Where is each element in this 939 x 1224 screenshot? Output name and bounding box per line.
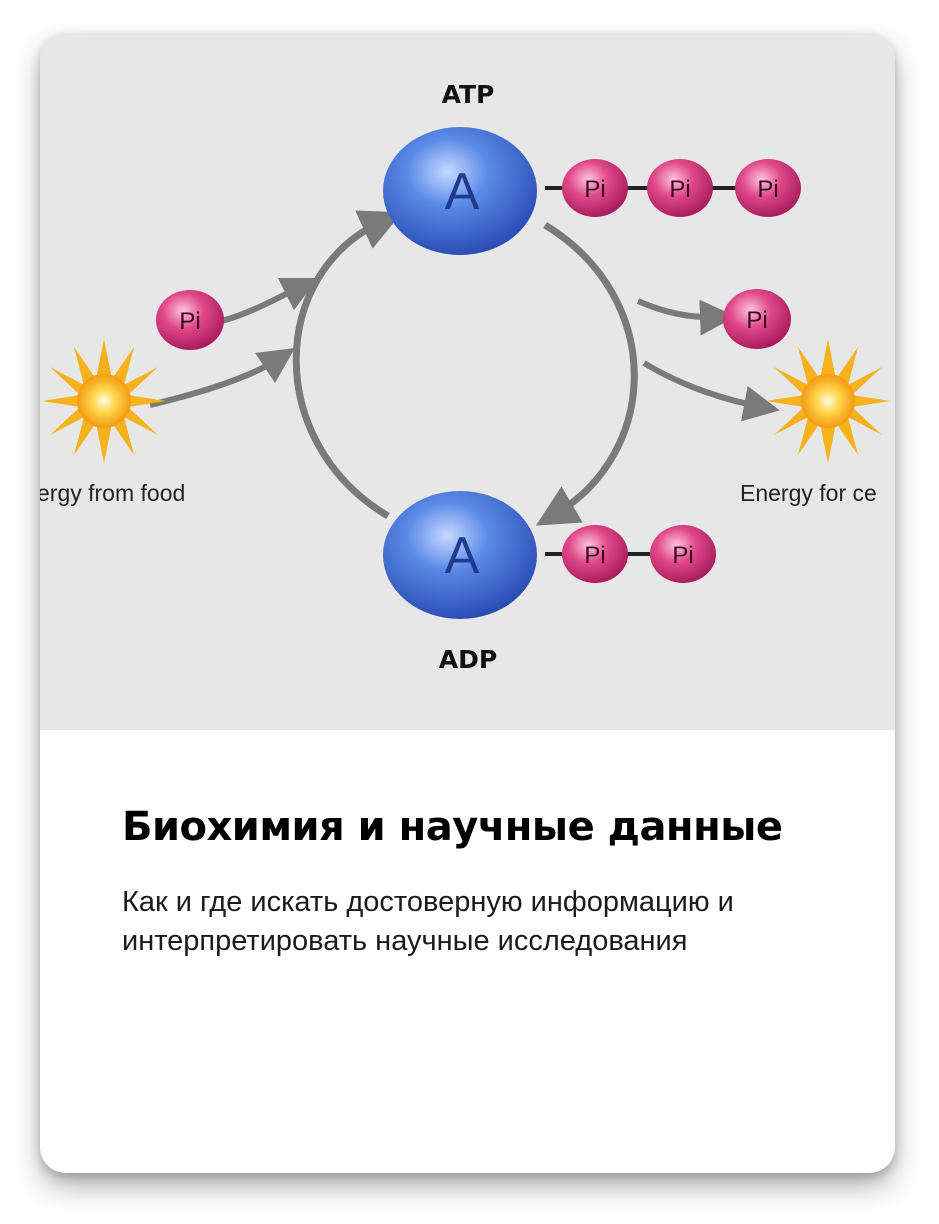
arrow-energy-out <box>642 360 780 422</box>
svg-text:A: A <box>445 163 480 221</box>
adp-phosphate-1-icon: Pi <box>562 525 628 583</box>
course-card[interactable]: A Pi Pi Pi ATP A Pi <box>40 33 895 1173</box>
svg-text:Pi: Pi <box>746 307 767 334</box>
energy-from-food-label: ergy from food <box>40 480 185 506</box>
atp-adenosine-icon <box>383 127 537 255</box>
card-description: Как и где искать достоверную информацию … <box>122 883 842 961</box>
card-description-line-1: Как и где искать достоверную информацию … <box>122 886 734 918</box>
atp-adp-cycle-diagram: A Pi Pi Pi ATP A Pi <box>40 33 895 730</box>
arrow-energy-in <box>149 348 295 408</box>
energy-for-cell-label: Energy for ce <box>740 480 877 506</box>
adp-adenosine-icon <box>383 491 537 619</box>
arrow-pi-in <box>221 277 319 324</box>
svg-text:Pi: Pi <box>672 542 693 569</box>
adp-phosphate-2-icon: Pi <box>650 525 716 583</box>
adp-label: ADP <box>439 645 497 674</box>
svg-text:Pi: Pi <box>757 176 778 203</box>
arrow-pi-out <box>636 298 736 336</box>
sun-energy-out-icon <box>766 339 890 463</box>
card-title[interactable]: Биохимия и научные данные <box>122 804 783 850</box>
cycle-arrow-adp-to-atp <box>292 210 403 520</box>
free-phosphate-out-icon: Pi <box>723 289 791 349</box>
cycle-arrow-atp-to-adp <box>535 222 638 526</box>
svg-text:Pi: Pi <box>669 176 690 203</box>
svg-text:A: A <box>445 527 480 585</box>
atp-phosphate-3-icon: Pi <box>735 159 801 217</box>
card-caption: Биохимия и научные данные Как и где иска… <box>122 801 842 961</box>
svg-text:Pi: Pi <box>584 176 605 203</box>
atp-label: ATP <box>442 80 495 109</box>
svg-text:Pi: Pi <box>179 308 200 335</box>
free-phosphate-in-icon: Pi <box>156 290 224 350</box>
atp-phosphate-1-icon: Pi <box>562 159 628 217</box>
svg-text:Pi: Pi <box>584 542 605 569</box>
card-description-line-2: интерпретировать научные исследования <box>122 925 688 957</box>
atp-phosphate-2-icon: Pi <box>647 159 713 217</box>
sun-energy-in-icon <box>42 339 166 463</box>
